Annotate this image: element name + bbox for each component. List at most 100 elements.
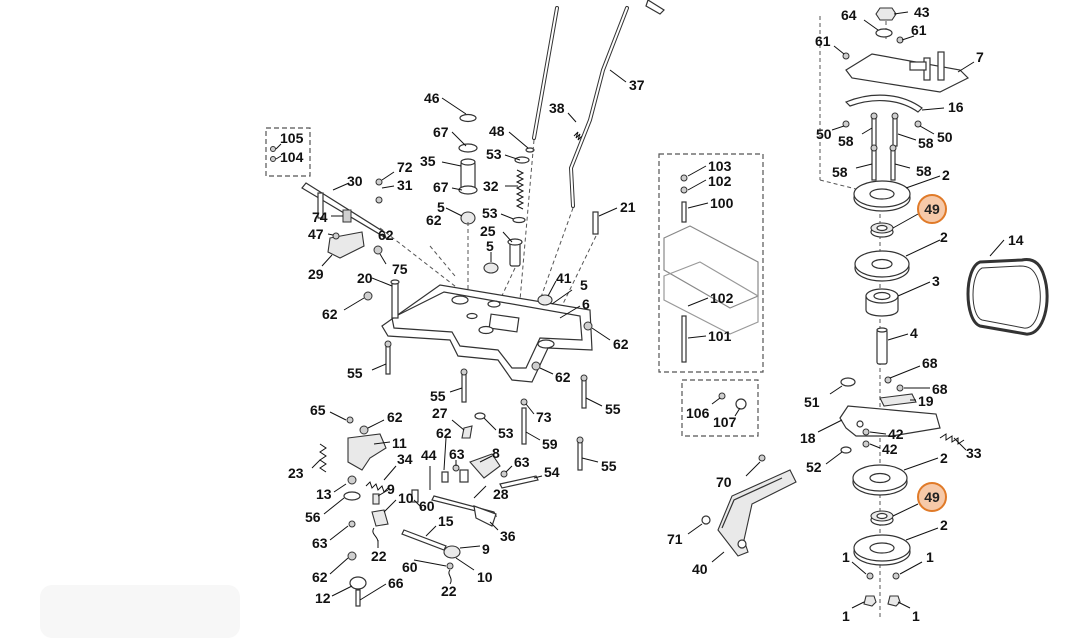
label-63c: 63 <box>312 535 328 551</box>
label-60b: 60 <box>402 559 418 575</box>
label-106: 106 <box>686 405 710 421</box>
label-12: 12 <box>315 590 331 606</box>
label-47: 47 <box>308 226 324 242</box>
label-10a: 10 <box>398 490 414 506</box>
label-49-lower: 49 <box>924 489 940 505</box>
part-25-pivot <box>507 238 523 267</box>
label-48: 48 <box>489 123 505 139</box>
label-73: 73 <box>536 409 552 425</box>
label-62f: 62 <box>387 409 403 425</box>
label-27: 27 <box>432 405 448 421</box>
label-62c: 62 <box>322 306 338 322</box>
label-40: 40 <box>692 561 708 577</box>
part-37-rod <box>568 6 629 208</box>
label-1c: 1 <box>842 608 850 624</box>
label-1a: 1 <box>842 549 850 565</box>
label-5a: 5 <box>437 199 445 215</box>
label-8: 8 <box>492 445 500 461</box>
label-52: 52 <box>806 459 822 475</box>
part-49-bearing-upper <box>870 222 894 238</box>
label-101: 101 <box>708 328 732 344</box>
kit-plate-sketch <box>663 225 759 335</box>
label-1b: 1 <box>926 549 934 565</box>
label-20: 20 <box>357 270 373 286</box>
label-100: 100 <box>710 195 734 211</box>
label-37: 37 <box>629 77 645 93</box>
label-53a: 53 <box>486 146 502 162</box>
label-63b: 63 <box>514 454 530 470</box>
label-13: 13 <box>316 486 332 502</box>
part-2-pulley-2 <box>854 250 910 282</box>
highlight-49-upper[interactable]: 49 <box>917 194 947 224</box>
label-74: 74 <box>312 209 328 225</box>
part-40-arm <box>717 469 797 557</box>
label-55a: 55 <box>347 365 363 381</box>
label-58d: 58 <box>916 163 932 179</box>
part-21-pin <box>592 211 599 235</box>
label-42a: 42 <box>888 426 904 442</box>
callout-labels: 105 104 46 48 38 37 67 53 72 35 30 31 67… <box>280 4 1024 624</box>
part-6-main-plate <box>381 284 593 383</box>
label-46: 46 <box>424 90 440 106</box>
label-103: 103 <box>708 158 732 174</box>
label-68a: 68 <box>922 355 938 371</box>
label-62e: 62 <box>555 369 571 385</box>
label-68b: 68 <box>932 381 948 397</box>
label-70: 70 <box>716 474 732 490</box>
label-102b: 102 <box>710 290 734 306</box>
label-66: 66 <box>388 575 404 591</box>
label-50b: 50 <box>937 129 953 145</box>
label-62b: 62 <box>378 227 394 243</box>
label-63a: 63 <box>449 446 465 462</box>
label-16: 16 <box>948 99 964 115</box>
part-32-spring <box>515 169 525 210</box>
label-107: 107 <box>713 414 737 430</box>
label-1d: 1 <box>912 608 920 624</box>
part-7-plate <box>845 51 970 93</box>
part-49-bearing-lower <box>870 510 894 526</box>
label-55d: 55 <box>601 458 617 474</box>
part-33-spring <box>939 433 965 445</box>
part-3-hub <box>865 288 899 317</box>
part-16-strap <box>844 94 923 113</box>
label-31: 31 <box>397 177 413 193</box>
label-75: 75 <box>392 261 408 277</box>
label-44: 44 <box>421 447 437 463</box>
part-14-belt <box>966 258 1049 336</box>
label-55c: 55 <box>605 401 621 417</box>
label-9a: 9 <box>387 481 395 497</box>
label-2b: 2 <box>940 229 948 245</box>
part-11-bracket <box>347 433 387 471</box>
highlight-49-lower[interactable]: 49 <box>917 482 947 512</box>
label-22b: 22 <box>441 583 457 599</box>
label-104: 104 <box>280 149 304 165</box>
label-62d: 62 <box>613 336 629 352</box>
label-2d: 2 <box>940 517 948 533</box>
label-23: 23 <box>288 465 304 481</box>
label-60a: 60 <box>419 498 435 514</box>
label-21: 21 <box>620 199 636 215</box>
label-58a: 58 <box>838 133 854 149</box>
label-33: 33 <box>966 445 982 461</box>
label-2c: 2 <box>940 450 948 466</box>
label-25: 25 <box>480 223 496 239</box>
label-72: 72 <box>397 159 413 175</box>
label-15: 15 <box>438 513 454 529</box>
part-58-bolts <box>870 112 899 181</box>
part-23-spring <box>319 443 327 473</box>
label-59: 59 <box>542 436 558 452</box>
label-62h: 62 <box>312 569 328 585</box>
part-2-pulley-upper <box>853 180 911 212</box>
label-28: 28 <box>493 486 509 502</box>
label-10b: 10 <box>477 569 493 585</box>
label-19: 19 <box>918 393 934 409</box>
label-4: 4 <box>910 325 918 341</box>
label-53c: 53 <box>498 425 514 441</box>
label-34: 34 <box>397 451 413 467</box>
label-67a: 67 <box>433 124 449 140</box>
label-2a: 2 <box>942 167 950 183</box>
part-2-pulley-4 <box>853 534 911 566</box>
part-43-nut <box>875 7 897 21</box>
part-18-bracket <box>839 405 941 437</box>
